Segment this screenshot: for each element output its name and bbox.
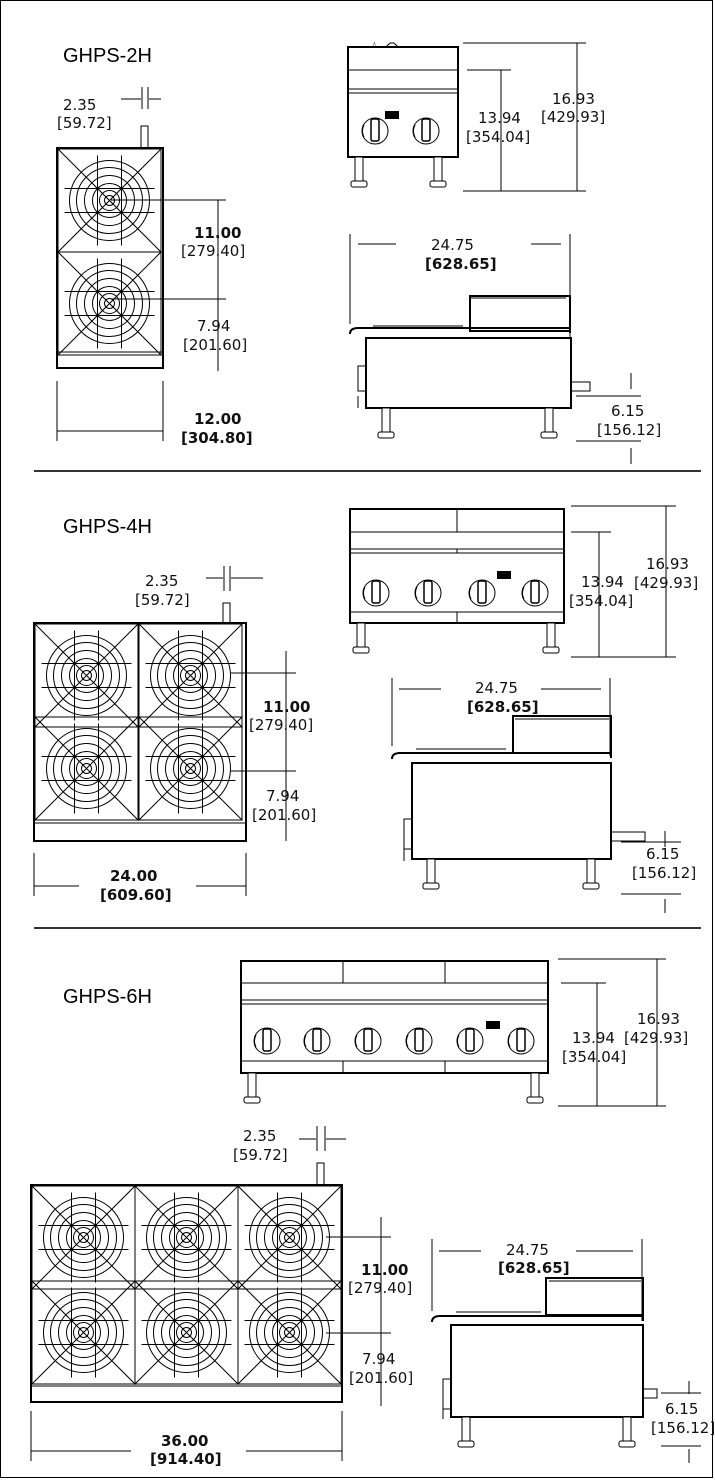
front-offset-mm-label: [201.60]	[252, 806, 316, 824]
width-in-label: 36.00	[161, 1432, 208, 1450]
top-view	[33, 566, 296, 896]
width-in-label: 24.00	[110, 867, 157, 885]
top-view	[30, 1126, 391, 1461]
depth-mm-label: [628.65]	[498, 1259, 570, 1277]
gas-inlet-height-in-label: 6.15	[646, 845, 679, 863]
overall-height-in-label: 16.93	[646, 555, 689, 573]
pipe-offset-mm-label: [59.72]	[135, 591, 190, 609]
width-mm-label: [304.80]	[181, 429, 253, 447]
front-offset-mm-label: [201.60]	[349, 1369, 413, 1387]
overall-height-in-label: 16.93	[552, 90, 595, 108]
grate-height-mm-label: [354.04]	[562, 1048, 626, 1066]
width-mm-label: [609.60]	[100, 886, 172, 904]
section-ghps-2h: GHPS-2H 2.35 [59.72] 11.00 [279.40] 7.94…	[56, 42, 661, 464]
side-view	[391, 678, 681, 913]
width-in-label: 12.00	[194, 410, 241, 428]
burner-spacing-mm-label: [279.40]	[181, 242, 245, 260]
grate-height-in-label: 13.94	[478, 109, 521, 127]
pipe-offset-mm-label: [59.72]	[233, 1146, 288, 1164]
depth-in-label: 24.75	[431, 236, 474, 254]
burner-spacing-mm-label: [279.40]	[348, 1279, 412, 1297]
gas-inlet-height-in-label: 6.15	[665, 1400, 698, 1418]
pipe-offset-in-label: 2.35	[243, 1127, 276, 1145]
top-view	[56, 87, 226, 441]
pipe-offset-in-label: 2.35	[145, 572, 178, 590]
overall-height-mm-label: [429.93]	[541, 108, 605, 126]
gas-inlet-height-mm-label: [156.12]	[597, 421, 661, 439]
model-title: GHPS-6H	[63, 986, 152, 1008]
front-view	[349, 505, 676, 658]
front-offset-in-label: 7.94	[266, 787, 299, 805]
overall-height-mm-label: [429.93]	[634, 574, 698, 592]
front-view	[240, 958, 666, 1107]
front-offset-in-label: 7.94	[362, 1350, 395, 1368]
depth-mm-label: [628.65]	[467, 698, 539, 716]
depth-mm-label: [628.65]	[425, 255, 497, 273]
front-offset-mm-label: [201.60]	[183, 336, 247, 354]
width-mm-label: [914.40]	[150, 1450, 222, 1468]
burner-spacing-in-label: 11.00	[263, 698, 310, 716]
gas-inlet-height-mm-label: [156.12]	[632, 864, 696, 882]
front-view	[347, 42, 586, 192]
burner-spacing-in-label: 11.00	[361, 1261, 408, 1279]
front-offset-in-label: 7.94	[197, 317, 230, 335]
grate-height-mm-label: [354.04]	[466, 128, 530, 146]
gas-inlet-height-mm-label: [156.12]	[651, 1419, 715, 1437]
depth-in-label: 24.75	[506, 1241, 549, 1259]
depth-in-label: 24.75	[475, 679, 518, 697]
section-ghps-6h: GHPS-6H 13.94 [354.0	[30, 958, 715, 1468]
burner-spacing-mm-label: [279.40]	[249, 716, 313, 734]
overall-height-mm-label: [429.93]	[624, 1029, 688, 1047]
grate-height-in-label: 13.94	[572, 1029, 615, 1047]
model-title: GHPS-2H	[63, 45, 152, 67]
pipe-offset-mm-label: [59.72]	[57, 114, 112, 132]
overall-height-in-label: 16.93	[637, 1010, 680, 1028]
pipe-offset-in-label: 2.35	[63, 96, 96, 114]
side-view	[431, 1239, 701, 1463]
side-view	[349, 234, 641, 464]
gas-inlet-height-in-label: 6.15	[611, 402, 644, 420]
grate-height-mm-label: [354.04]	[569, 592, 633, 610]
model-title: GHPS-4H	[63, 516, 152, 538]
burner-spacing-in-label: 11.00	[194, 224, 241, 242]
section-ghps-4h: GHPS-4H 2.35 [59.72] 11.00 [279.40] 7.94	[33, 505, 698, 913]
grate-height-in-label: 13.94	[581, 573, 624, 591]
